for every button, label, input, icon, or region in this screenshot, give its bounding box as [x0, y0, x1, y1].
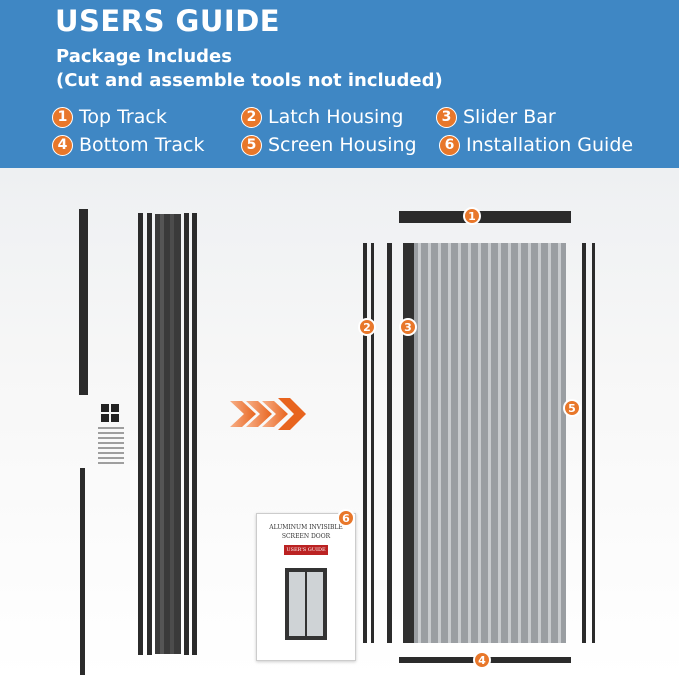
- item-label: Top Track: [79, 106, 167, 128]
- item-label: Slider Bar: [463, 106, 556, 128]
- booklet-title-line1: ALUMINUM INVISIBLE: [269, 524, 343, 531]
- top-track-part: [79, 209, 88, 395]
- callout-5: 5: [563, 399, 581, 417]
- screen-housing: [582, 243, 595, 643]
- item-slider-bar: 3 Slider Bar: [436, 106, 556, 128]
- callout-1: 1: [463, 207, 481, 225]
- booklet-door-image: [285, 568, 327, 640]
- installation-guide-booklet: ALUMINUM INVISIBLE SCREEN DOOR USER'S GU…: [256, 513, 356, 661]
- number-badge: 4: [52, 134, 73, 156]
- top-track: [399, 211, 571, 223]
- package-note: (Cut and assemble tools not included): [56, 70, 443, 91]
- booklet-title-line2: SCREEN DOOR: [281, 533, 331, 540]
- item-latch-housing: 2 Latch Housing: [241, 106, 403, 128]
- number-badge: 2: [241, 106, 262, 128]
- callout-2: 2: [358, 318, 376, 336]
- item-label: Installation Guide: [466, 134, 634, 156]
- screws: [98, 427, 124, 464]
- item-label: Bottom Track: [79, 134, 205, 156]
- number-badge: 3: [436, 106, 457, 128]
- callout-6: 6: [337, 509, 355, 527]
- bottom-track-part: [80, 468, 85, 675]
- latch-housing: [363, 243, 374, 643]
- number-badge: 5: [241, 134, 262, 156]
- hardware-clips: [101, 404, 119, 422]
- folded-frame-bundle: [138, 213, 197, 655]
- arrow-right-icon: [230, 398, 306, 430]
- booklet-tag: USER'S GUIDE: [284, 545, 328, 555]
- callout-3: 3: [399, 318, 417, 336]
- item-label: Latch Housing: [268, 106, 404, 128]
- number-badge: 6: [439, 134, 460, 156]
- package-heading: Package Includes: [56, 46, 232, 67]
- slider-bar: [403, 243, 414, 643]
- item-label: Screen Housing: [268, 134, 417, 156]
- number-badge: 1: [52, 106, 73, 128]
- item-screen-housing: 5 Screen Housing: [241, 134, 417, 156]
- item-installation-guide: 6 Installation Guide: [439, 134, 633, 156]
- page-title: USERS GUIDE: [55, 4, 281, 38]
- header-banner: USERS GUIDE Package Includes (Cut and as…: [0, 0, 679, 168]
- item-bottom-track: 4 Bottom Track: [52, 134, 204, 156]
- callout-4: 4: [473, 651, 491, 669]
- pleated-mesh: [414, 243, 566, 643]
- frame-stile-left: [387, 243, 392, 643]
- item-top-track: 1 Top Track: [52, 106, 167, 128]
